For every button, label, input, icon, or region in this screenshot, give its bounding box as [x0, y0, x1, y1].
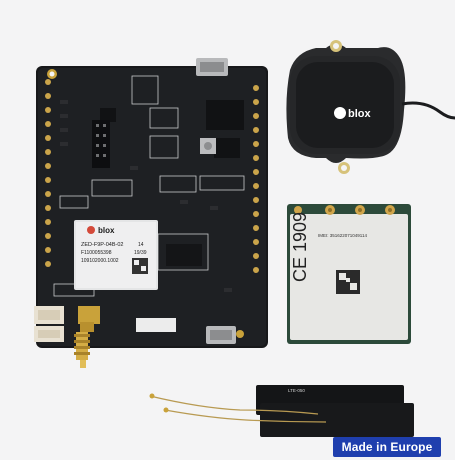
modem-imei: IMEI: 351622071049114	[318, 233, 367, 238]
lte-antennas: LTE-050	[149, 385, 414, 437]
module-brand: blox	[98, 226, 115, 235]
gnss-board: blox ZED-F9P-04B-02 F1100055398 10910200…	[34, 58, 268, 368]
module-date: 19/39	[134, 250, 147, 256]
patch-antenna: blox	[286, 40, 455, 174]
sma-connector	[74, 306, 100, 368]
ce-mark: CE 1909	[290, 212, 310, 282]
ublox-logo-icon	[87, 226, 95, 234]
module-week: 14	[138, 242, 144, 248]
module-part: 109102000.1002	[81, 258, 119, 264]
module-serial: F1100055398	[81, 250, 112, 256]
antenna-brand: blox	[348, 108, 371, 120]
lte-antenna-label: LTE-050	[288, 388, 305, 393]
lte-modem: CE 1909 IMEI: 351622071049114	[287, 204, 411, 344]
made-in-europe-badge: Made in Europe	[333, 437, 441, 457]
module-model: ZED-F9P-04B-02	[81, 242, 124, 248]
antenna-logo-icon	[334, 107, 346, 119]
